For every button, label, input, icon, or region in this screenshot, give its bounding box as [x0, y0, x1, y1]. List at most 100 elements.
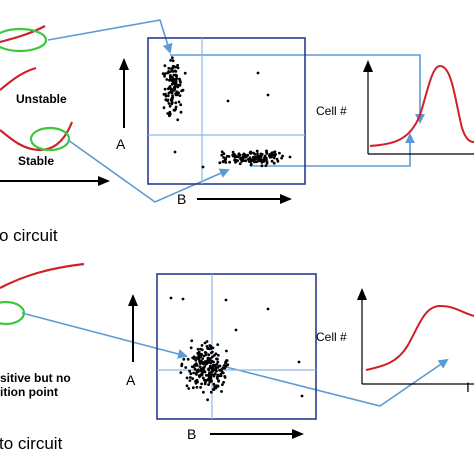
scatter-dot — [215, 363, 219, 366]
scatter-dot — [211, 355, 214, 359]
scatter-dot — [202, 361, 205, 365]
scatter-dot — [166, 87, 170, 91]
scatter-dot — [259, 152, 263, 156]
scatter-dot — [266, 307, 270, 311]
scatter-dot — [163, 64, 167, 68]
scatter-dot — [214, 365, 217, 369]
scatter-dot — [174, 80, 177, 84]
scatter-dot — [189, 376, 192, 379]
scatter-dot — [170, 101, 174, 104]
scatter-dot — [166, 112, 170, 115]
circuit-label-bottom: to circuit — [0, 434, 63, 453]
scatter-dot — [265, 152, 269, 155]
scatter-dot — [198, 365, 202, 369]
scatter-dot — [251, 159, 255, 162]
scatter-dot — [228, 160, 232, 164]
scatter-dot — [218, 368, 222, 372]
scatter-dot — [265, 160, 269, 164]
scatter-dot — [164, 98, 168, 102]
scatter-dot — [198, 375, 201, 379]
scatter-dot — [281, 154, 284, 158]
scatter-dot — [218, 364, 222, 368]
scatter-dot — [198, 362, 202, 365]
scatter-dot — [175, 74, 179, 78]
scatter-dot — [189, 346, 193, 350]
scatter-dot — [222, 156, 226, 159]
scatter-dot — [174, 78, 178, 81]
scatter-dot — [270, 159, 274, 163]
scatter-dot — [273, 150, 277, 154]
scatter-dot — [191, 386, 195, 390]
scatter-dot — [288, 155, 292, 159]
scatter-dot — [179, 110, 183, 114]
scatter-dot — [173, 69, 177, 73]
scatter-dot — [182, 357, 186, 361]
scatter-dot — [222, 152, 226, 156]
scatter-dot — [169, 296, 173, 300]
scatter-dot — [220, 150, 224, 154]
scatter-dot — [184, 366, 188, 369]
scatter-dot — [173, 150, 177, 154]
scatter-dots-bottom — [169, 296, 304, 402]
scatter-dot — [165, 78, 169, 81]
connector-arrow-top-4 — [250, 133, 415, 167]
scatter-dot — [166, 94, 170, 98]
scatter-dot — [163, 72, 167, 75]
scatter-dot — [249, 163, 253, 167]
scatter-dot — [212, 374, 216, 378]
scatter-dot — [237, 152, 241, 156]
scatter-dot — [203, 365, 206, 369]
scatter-dot — [224, 364, 228, 368]
scatter-dot — [206, 398, 210, 402]
scatter-dot — [207, 383, 211, 386]
scatter-dot — [221, 371, 225, 375]
axis-a-label-bottom: A — [126, 372, 136, 388]
scatter-dot — [239, 157, 242, 161]
scatter-dot — [178, 77, 181, 81]
scatter-dot — [259, 155, 263, 158]
scatter-dot — [256, 71, 260, 75]
scatter-dot — [163, 74, 167, 78]
scatter-dot — [179, 371, 183, 374]
scatter-dot — [214, 386, 218, 390]
scatter-dot — [174, 65, 178, 69]
scatter-dot — [211, 365, 215, 369]
scatter-dot — [171, 94, 174, 97]
scatter-dot — [204, 373, 208, 377]
scatter-dot — [193, 367, 197, 371]
scatter-dot — [213, 354, 216, 357]
scatter-dot — [225, 349, 228, 353]
scatter-dot — [185, 384, 189, 388]
scatter-dot — [200, 359, 203, 363]
scatter-dot — [188, 369, 192, 373]
scatter-dot — [297, 360, 301, 364]
scatter-dot — [162, 93, 166, 96]
scatter-dot — [181, 297, 185, 301]
scatter-dot — [247, 160, 251, 163]
scatter-dot — [201, 357, 205, 360]
scatter-dot — [221, 383, 224, 386]
scatter-dot — [223, 376, 227, 379]
scatter-dot — [168, 112, 172, 116]
scatter-dot — [169, 59, 173, 62]
scatter-dot — [257, 156, 260, 160]
scatter-dot — [190, 339, 194, 343]
scatter-dot — [201, 367, 205, 371]
scatter-dot — [205, 340, 209, 343]
scatter-dot — [176, 63, 180, 67]
scatter-dot — [194, 379, 197, 383]
scatter-dot — [189, 372, 193, 376]
scatter-dot — [171, 96, 174, 100]
scatter-dot — [244, 159, 248, 163]
scatter-dot — [212, 382, 216, 386]
highlight-ellipse-stable — [29, 126, 71, 152]
scatter-dot — [218, 161, 222, 165]
scatter-dot — [212, 360, 215, 364]
scatter-dot — [221, 160, 225, 164]
scatter-dot — [200, 372, 204, 376]
connector-arrow-top-2 — [67, 139, 230, 203]
scatter-dot — [178, 94, 182, 97]
scatter-dot — [236, 159, 240, 163]
scatter-dot — [177, 100, 181, 104]
scatter-dot — [256, 152, 259, 156]
